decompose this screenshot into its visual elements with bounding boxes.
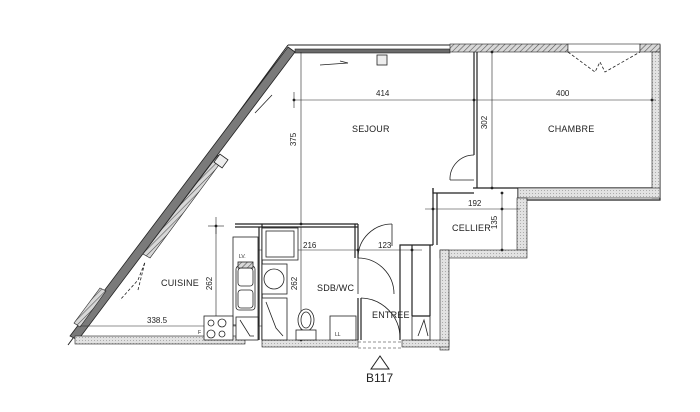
dim-cellier-height: 135: [490, 215, 500, 230]
entree-fixture: [411, 315, 431, 341]
plan-reference: B117: [366, 371, 394, 385]
dim-sdb-height: 262: [290, 276, 300, 291]
fixture-label-lave-vaisselle: LV.: [239, 254, 246, 260]
sejour-fixtures: [213, 54, 388, 169]
right-wall: [651, 51, 661, 199]
stepped-wall-fill: [517, 187, 661, 199]
fixture-label-frigo: F: [198, 330, 202, 336]
room-label-sdb-wc: SDB/WC: [317, 283, 355, 293]
dim-cellier-width: 192: [468, 199, 482, 208]
dim-sejour-height: 375: [289, 132, 299, 147]
doors: [119, 51, 641, 339]
bathroom-fixtures: [261, 227, 357, 341]
reference-triangle: [370, 355, 390, 370]
cellier-bottom-wall: [439, 249, 528, 259]
entree-right-wall: [439, 249, 450, 351]
cellier-right-wall: [516, 197, 528, 251]
kitchen-fixtures: [203, 236, 259, 341]
dim-sejour-width: 414: [376, 89, 390, 98]
dim-chambre-width: 400: [556, 89, 570, 98]
dim-entree-width: 123: [378, 241, 392, 250]
room-label-entree: ENTREE: [372, 310, 410, 320]
room-label-sejour: SEJOUR: [352, 124, 390, 134]
diagonal-wall: [69, 46, 296, 341]
dimension-nodes: [214, 50, 654, 342]
top-wall: [294, 43, 661, 54]
dim-chambre-height: 302: [480, 115, 490, 130]
dim-cuisine-width: 338.5: [147, 316, 168, 325]
dim-cuisine-height: 262: [205, 276, 215, 291]
dim-sdb-width: 216: [303, 241, 317, 250]
fixture-label-lave-linge: LL: [335, 332, 341, 338]
room-label-chambre: CHAMBRE: [548, 124, 595, 134]
room-label-cuisine: CUISINE: [161, 278, 199, 288]
partitions: [235, 52, 478, 340]
room-label-cellier: CELLIER: [452, 223, 491, 233]
